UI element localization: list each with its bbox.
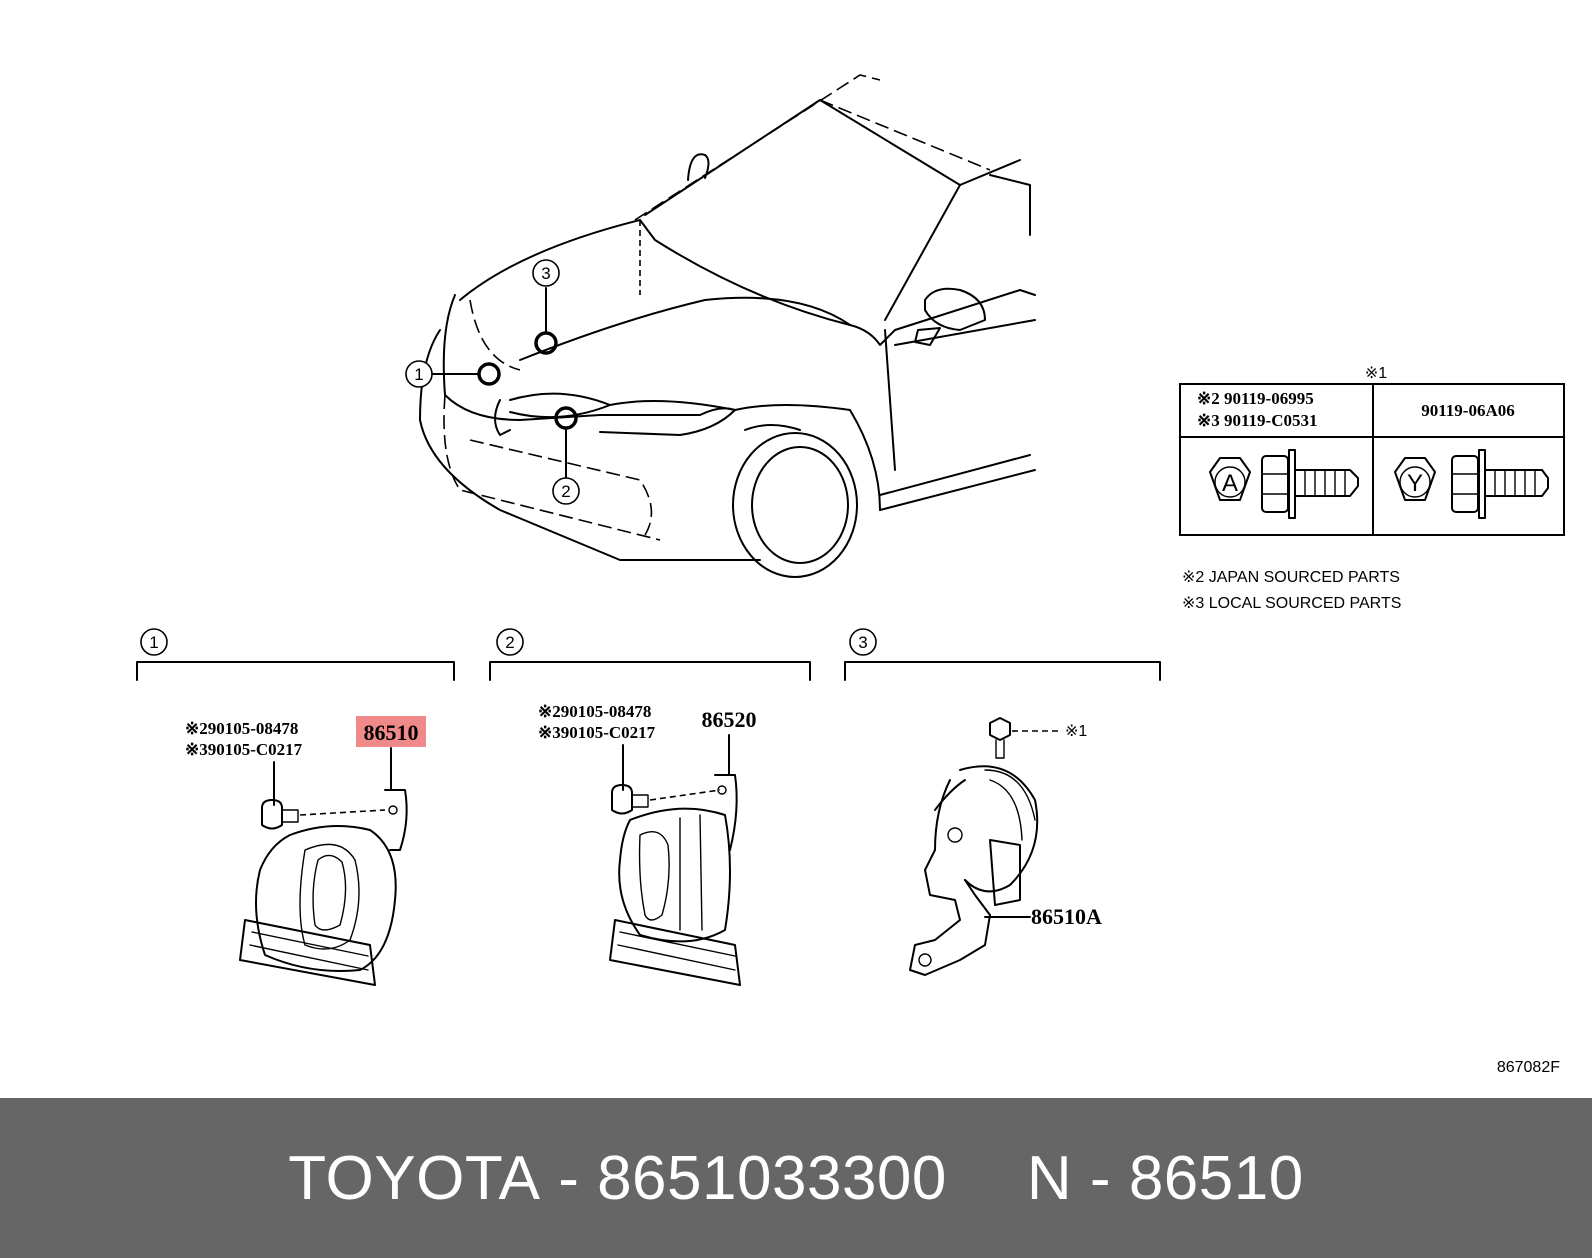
callout-2-label: 2 — [561, 482, 570, 501]
section-1-bolt-line-2: ※390105-C0217 — [185, 740, 303, 759]
callout-1-label: 1 — [414, 365, 423, 384]
note-local: ※3 LOCAL SOURCED PARTS — [1182, 595, 1401, 612]
fog-lamp — [494, 399, 511, 436]
section-3-number: 3 — [858, 633, 867, 652]
fog-lamp-dash — [469, 439, 653, 536]
bolt-icon — [611, 784, 633, 815]
headlight-outer — [599, 400, 736, 436]
grille-upper-dash — [469, 299, 521, 371]
footer-sep: - — [558, 1143, 580, 1213]
section-3: 3 — [844, 628, 1161, 681]
footer-n-sep: - — [1089, 1143, 1112, 1213]
bumper-outline — [419, 329, 761, 561]
table-right-header: 90119-06A06 — [1421, 401, 1515, 420]
bolt-icon — [261, 799, 283, 830]
horn-disc — [959, 765, 1039, 893]
bolt-y-icon: Y — [1394, 449, 1549, 519]
horn-bracket — [384, 789, 408, 851]
windshield-frame — [644, 99, 961, 216]
door-front-edge — [884, 329, 896, 471]
section-2-bolt-line-1: ※290105-08478 — [538, 702, 651, 721]
section-3-bracket — [844, 661, 1161, 681]
front-wheel-outer — [732, 432, 858, 578]
svg-text:Y: Y — [1407, 470, 1423, 497]
section-1-bracket — [136, 661, 455, 681]
roof-rear — [959, 159, 1021, 186]
bumper-upper-dash — [443, 394, 661, 541]
table-left-row-1: ※2 90119-06995 — [1197, 389, 1314, 408]
part-86510-label[interactable]: 86510 — [364, 720, 419, 745]
horn-bracket — [909, 779, 991, 976]
footer-brand: TOYOTA — [288, 1143, 541, 1213]
horn-86520-group: ※290105-08478 ※390105-C0217 86520 — [538, 702, 757, 986]
section-2-bracket — [489, 661, 811, 681]
section-2-number: 2 — [505, 633, 514, 652]
washer-nozzle — [687, 153, 710, 181]
horn-connector — [989, 839, 1021, 906]
roof-line — [819, 99, 991, 171]
door-belt — [894, 319, 1036, 346]
rocker-line-upper — [879, 454, 1031, 496]
footer-part-number: 8651033300 — [597, 1143, 947, 1213]
horn-location-marker-1 — [477, 362, 501, 386]
callout-circle-1 — [405, 360, 433, 388]
rocker-line — [879, 469, 1036, 511]
table-left-row-2: ※3 90119-C0531 — [1197, 411, 1318, 430]
a-pillar — [884, 184, 961, 321]
footer-n-value: 86510 — [1128, 1143, 1304, 1213]
belt-line — [849, 289, 1036, 346]
horn-connector — [239, 919, 376, 986]
horn-body — [255, 825, 397, 972]
headlight-lower — [442, 294, 736, 421]
horn-body — [618, 807, 731, 943]
front-wheel-inner — [751, 446, 849, 564]
horn-86510a-group: ※1 86510A — [909, 717, 1102, 976]
section-2-bolt-line-2: ※390105-C0217 — [538, 723, 656, 742]
rear-window-frame — [989, 174, 1031, 236]
section-2: 2 — [489, 628, 811, 681]
section-1-number: 1 — [149, 633, 158, 652]
part-86510-highlight — [356, 716, 426, 747]
bolt-icon — [989, 717, 1011, 741]
callout-circle-3 — [532, 259, 560, 287]
side-mirror — [924, 287, 986, 331]
footer-n-label: N — [1026, 1143, 1073, 1213]
fender-arch — [734, 404, 881, 511]
parts-diagram: 1 2 3 ※1 ※2 90119-06995 ※3 90119-C0531 9… — [136, 74, 1565, 1076]
svg-text:A: A — [1222, 470, 1238, 497]
bolt-a-icon: A — [1209, 449, 1359, 519]
mirror-base — [914, 327, 941, 346]
hood-front-edge — [459, 219, 851, 326]
table-header-mark: ※1 — [1365, 365, 1387, 382]
footer-bar: TOYOTA - 8651033300 N - 86510 — [0, 1098, 1592, 1258]
headlight-inner — [509, 392, 611, 419]
part-86510a-label[interactable]: 86510A — [1031, 904, 1102, 929]
hood-lower-line — [519, 296, 851, 361]
section-3-bolt-mark: ※1 — [1065, 723, 1087, 740]
note-japan: ※2 JAPAN SOURCED PARTS — [1182, 569, 1400, 586]
car-illustration: 1 2 3 — [405, 74, 1036, 578]
diagram-code: 867082F — [1497, 1059, 1560, 1076]
callout-circle-2 — [552, 477, 580, 505]
section-1-bolt-line-1: ※290105-08478 — [185, 719, 298, 738]
fastener-table: ※1 ※2 90119-06995 ※3 90119-C0531 90119-0… — [1179, 365, 1565, 536]
callout-3-label: 3 — [541, 264, 550, 283]
horn-bracket — [714, 774, 738, 851]
section-1: 1 — [136, 628, 455, 681]
part-86520-label[interactable]: 86520 — [702, 707, 757, 732]
horn-86510-group: ※290105-08478 ※390105-C0217 86510 — [185, 716, 426, 986]
horn-connector — [609, 919, 741, 986]
wheel-tire-top — [744, 424, 801, 431]
